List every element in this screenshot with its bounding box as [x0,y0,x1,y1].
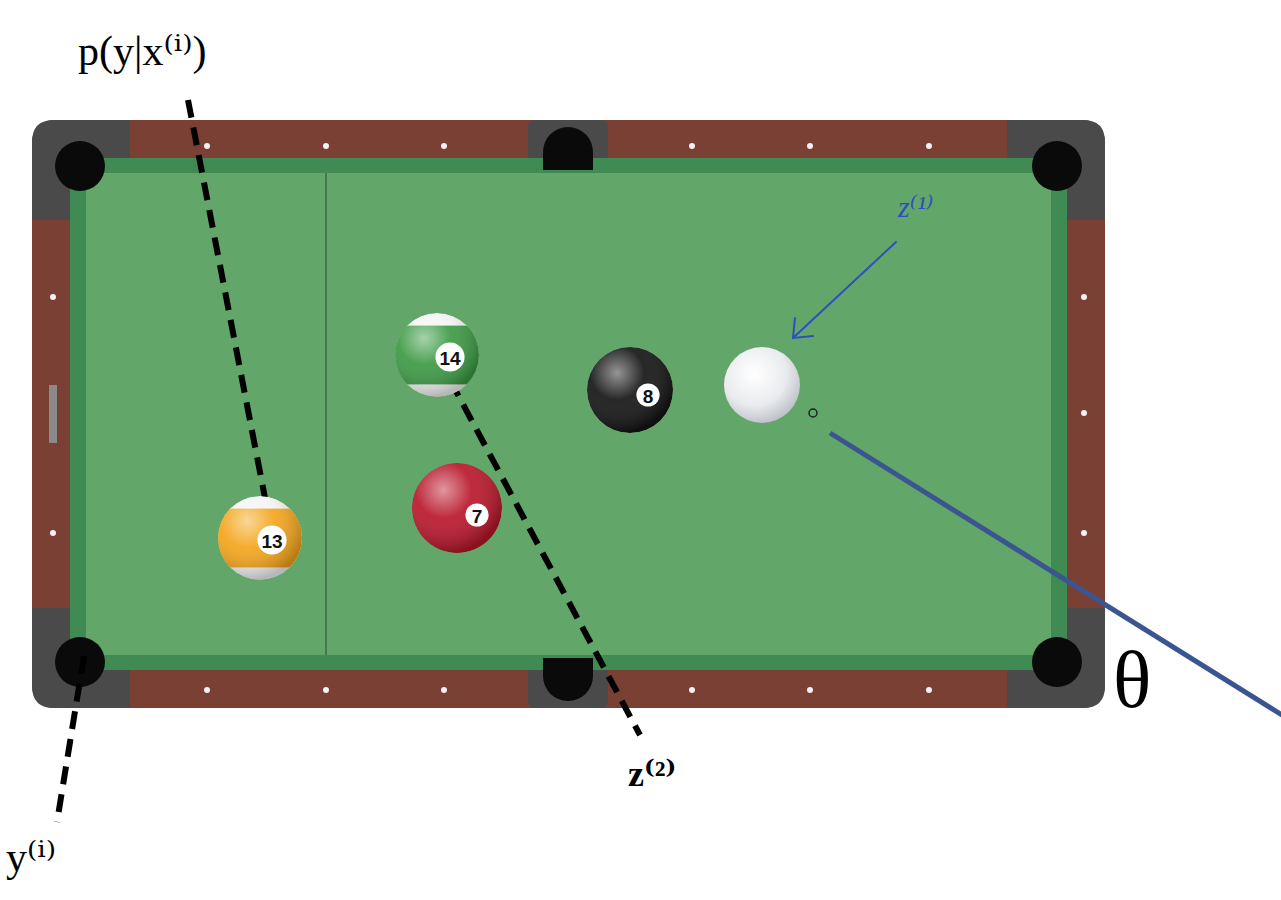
ball-number: 8 [643,387,654,406]
rail-diamond [323,143,329,149]
rail-diamond [1081,530,1087,536]
number-disc [257,525,286,554]
ball-shine [218,496,302,580]
ball-number: 7 [472,507,483,526]
rail-diamond [1081,410,1087,416]
rail-diamond [926,687,932,693]
probability-label: p(y|x⁽ⁱ⁾) [78,30,206,72]
pocket [1032,637,1082,687]
table-rail [32,120,1105,708]
ball-cap [218,496,302,580]
leader-line [450,380,640,735]
pocket [1032,141,1082,191]
ball-number: 14 [439,349,460,368]
rail-diamond [323,687,329,693]
rail-diamond [807,143,813,149]
handwritten-label: z⁽¹⁾ [898,192,933,222]
latent-label: z⁽²⁾ [628,756,676,792]
handwritten-arrow [793,242,896,338]
ball-cap [395,313,479,397]
number-disc [636,383,659,406]
ball-shine [412,463,502,553]
ball-shape [587,347,673,433]
leader-line [57,656,84,822]
pocket [543,658,593,701]
rail-diamond [441,143,447,149]
ball-shape [218,496,302,580]
rail-diamond [807,687,813,693]
head-string [325,173,327,655]
pool-ball: 8 [587,347,673,433]
ball-shine [395,313,479,397]
target-label: y⁽ⁱ⁾ [6,836,56,878]
rail-diamond [204,687,210,693]
rail-diamond [50,530,56,536]
leader-lines [57,100,640,822]
felt [86,173,1051,655]
rail-diamonds [50,143,1087,693]
rail-diamond [50,294,56,300]
pocket [55,141,105,191]
rail-plate [49,385,57,443]
pocket [543,127,593,170]
ball-body [412,463,502,553]
cue-ball [724,347,800,423]
rail-diamond [441,687,447,693]
rail-diamond [689,687,695,693]
parameter-label: θ [1113,640,1151,720]
rail-diamond [1081,294,1087,300]
rail-diamond [926,143,932,149]
rail-diamond [204,143,210,149]
number-disc [435,342,464,371]
ball-shine [587,347,673,433]
pool-ball: 14 [395,313,479,397]
cue-stick [830,433,1281,720]
contact-point [809,409,817,417]
cushion [70,158,1067,670]
number-disc [465,503,488,526]
arrow-head [793,318,813,338]
ball-shape [395,313,479,397]
pool-ball: 13 [218,496,302,580]
pool-ball: 7 [412,463,502,553]
arrow-shaft [793,242,896,338]
leader-line [188,100,265,498]
ball-body [587,347,673,433]
ball-number: 13 [261,532,282,551]
ball-shape [412,463,502,553]
rail-diamond [689,143,695,149]
